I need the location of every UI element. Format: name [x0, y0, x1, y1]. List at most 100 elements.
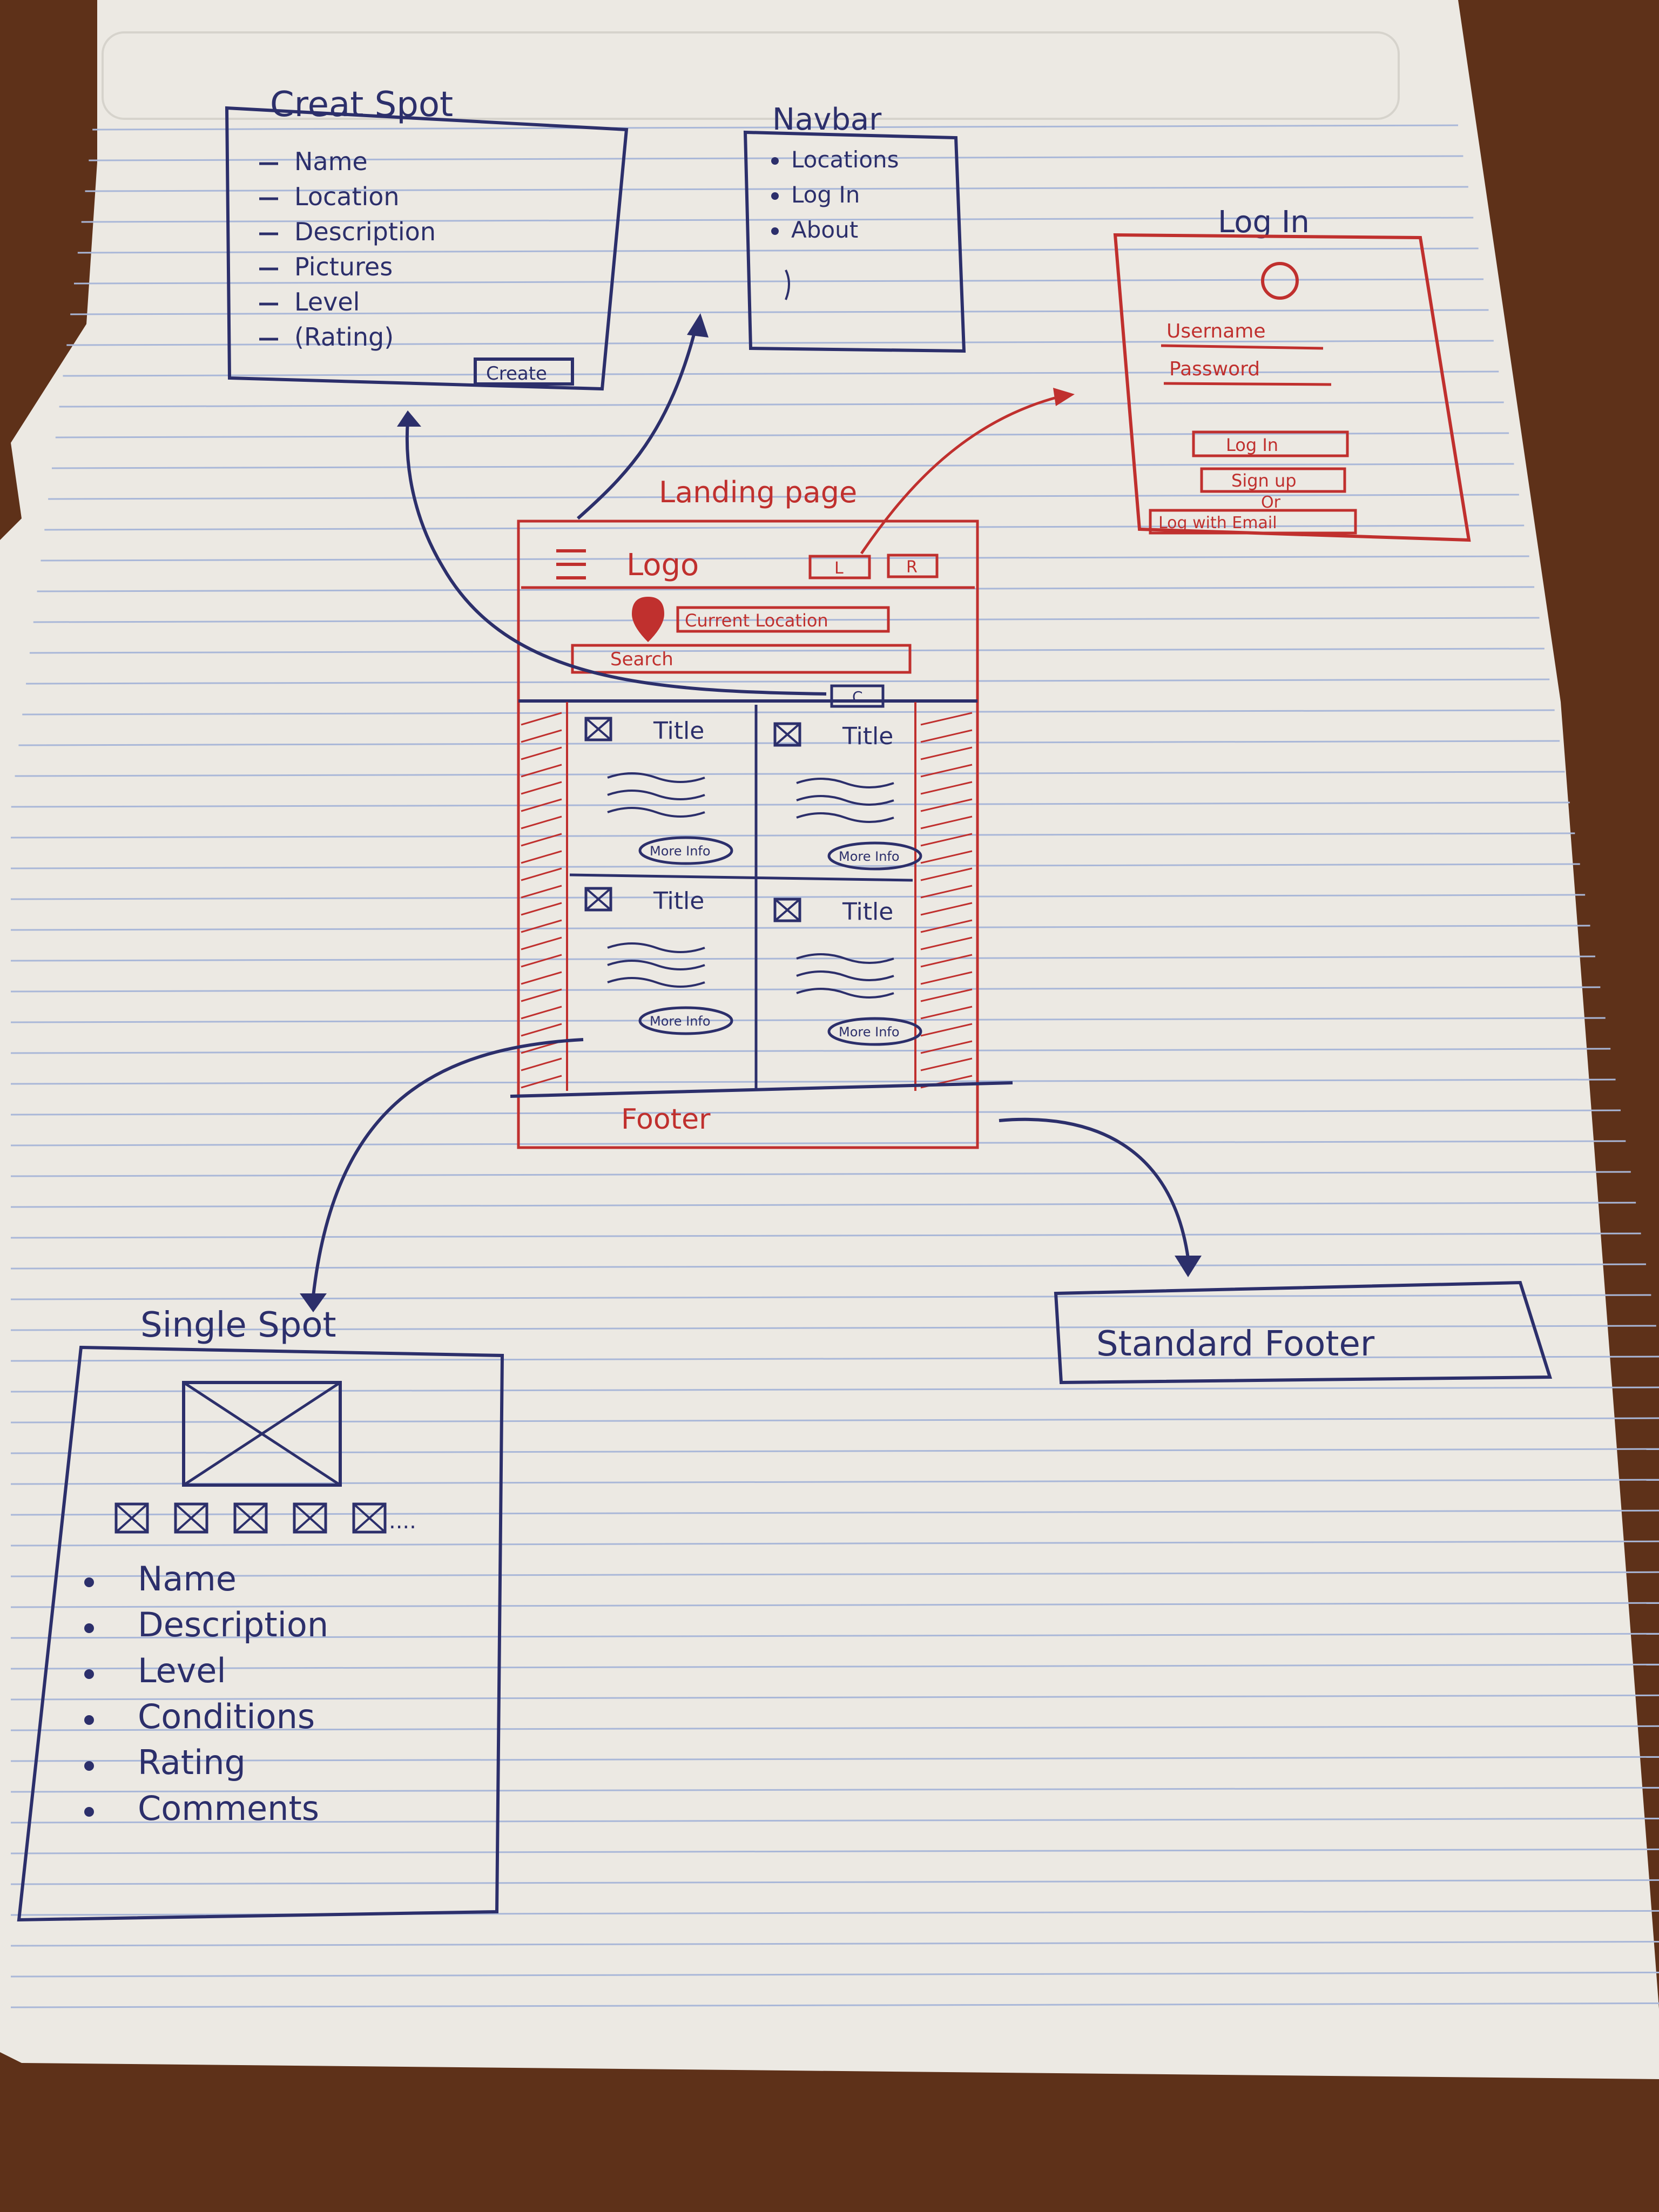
card-title: Title — [653, 717, 704, 745]
arrow-to-create-spot — [405, 421, 827, 696]
ruled-line — [77, 247, 1479, 254]
hatch-stroke — [920, 954, 973, 968]
navbar-frame — [743, 130, 966, 353]
thumbnail-cross — [353, 1503, 386, 1533]
thumbnail-icon[interactable] — [233, 1502, 268, 1534]
hatch-stroke — [920, 902, 973, 916]
hatch-stroke — [920, 936, 973, 950]
hatch-stroke — [920, 781, 973, 795]
hatch-stroke — [920, 1023, 973, 1037]
thumbnail-icon[interactable] — [352, 1502, 387, 1534]
ruled-line — [10, 1786, 1659, 1793]
ruled-line — [10, 1078, 1616, 1085]
hamburger-icon[interactable] — [551, 544, 591, 585]
single-spot-title: Single Spot — [140, 1305, 336, 1345]
hatch-stroke — [521, 988, 562, 1002]
email-login-button[interactable] — [1149, 509, 1357, 535]
card-image-cross — [585, 887, 612, 911]
ruled-line — [10, 1540, 1659, 1547]
login-button[interactable] — [1192, 430, 1349, 457]
login-or-text: Or — [1261, 493, 1281, 512]
ruled-line — [10, 1971, 1659, 1978]
spot-item-bullet — [84, 1715, 94, 1725]
hatch-stroke — [920, 833, 973, 847]
thumbnail-icon[interactable] — [114, 1502, 149, 1534]
hatch-stroke — [920, 1006, 973, 1020]
search-placeholder: Search — [610, 649, 673, 670]
hatch-stroke — [920, 746, 973, 760]
thumbnail-icon[interactable] — [293, 1502, 327, 1534]
spot-item-bullet — [84, 1807, 94, 1817]
thumbnail-cross — [115, 1503, 149, 1533]
ruled-line — [41, 555, 1529, 562]
card-text-squiggle — [796, 953, 894, 964]
ruled-line — [10, 1848, 1659, 1854]
spot-item-label: Level — [138, 1651, 226, 1690]
create-button[interactable] — [474, 358, 574, 386]
hero-image-cross-2 — [183, 1381, 341, 1487]
ruled-line — [66, 340, 1494, 346]
footer-divider — [510, 1081, 1013, 1098]
current-location-button[interactable] — [676, 606, 890, 633]
ruled-line — [10, 1694, 1659, 1701]
signup-button[interactable] — [1200, 467, 1346, 493]
ruled-line — [48, 494, 1519, 500]
login-small-button[interactable] — [808, 555, 871, 579]
arrow-head-single — [300, 1293, 327, 1312]
hatch-stroke — [920, 1057, 973, 1071]
ruled-line — [10, 925, 1590, 931]
card-more-info-button[interactable] — [638, 836, 733, 865]
navbar-item-label[interactable]: Log In — [791, 181, 860, 208]
landing-frame — [517, 520, 979, 1149]
spot-item-bullet — [84, 1623, 94, 1633]
arrow-head-login — [1053, 388, 1075, 406]
hatch-stroke — [521, 919, 562, 933]
thumbnail-icon[interactable] — [174, 1502, 208, 1534]
create-field-label: Pictures — [294, 252, 393, 281]
card-text-squiggle — [607, 790, 705, 800]
card-more-info-button[interactable] — [827, 1017, 922, 1046]
ruled-line — [10, 1663, 1659, 1670]
ruled-line — [10, 894, 1586, 900]
navbar-item-label[interactable]: About — [791, 217, 858, 243]
hero-image-placeholder — [182, 1381, 342, 1487]
card-image-cross — [774, 723, 801, 746]
hatch-stroke — [521, 729, 562, 743]
ruled-line — [11, 801, 1570, 808]
search-input[interactable] — [571, 644, 912, 674]
create-spot-sketch: Creat Spot NameLocationDescriptionPictur… — [225, 85, 629, 391]
email-login-button-label: Log with Email — [1158, 514, 1277, 532]
right-gutter-hatch — [920, 712, 973, 1089]
card-more-info-button[interactable] — [827, 841, 922, 871]
hatch-stroke — [521, 833, 562, 847]
navbar-item-label[interactable]: Locations — [791, 146, 899, 173]
card-image-icon — [773, 898, 801, 922]
ruled-line — [10, 1817, 1659, 1824]
ruled-line — [26, 678, 1550, 685]
arrow-to-login — [860, 395, 1059, 555]
ruled-line — [10, 1202, 1636, 1208]
ruled-line — [85, 186, 1468, 192]
ruled-line — [55, 432, 1509, 439]
card-more-info-label: More Info — [839, 849, 900, 864]
hatch-stroke — [521, 1075, 562, 1089]
ruled-line — [44, 524, 1525, 531]
landing-header: Logo L R — [521, 544, 975, 589]
spot-item-label: Rating — [138, 1743, 246, 1782]
login-button-label: Log In — [1226, 435, 1278, 455]
register-small-button[interactable] — [887, 554, 939, 578]
hatch-stroke — [521, 746, 562, 760]
search-button[interactable] — [830, 684, 885, 708]
create-field-label: (Rating) — [294, 322, 394, 352]
thumbnail-cross — [174, 1503, 208, 1533]
spot-item-label: Name — [138, 1559, 237, 1599]
card-more-info-button[interactable] — [638, 1006, 733, 1035]
ruled-line — [10, 2002, 1659, 2008]
navbar-bullet — [771, 157, 779, 165]
hatch-stroke — [920, 1040, 973, 1054]
hatch-stroke — [920, 867, 973, 881]
hatch-stroke — [521, 764, 562, 778]
create-field-label: Name — [294, 147, 368, 176]
